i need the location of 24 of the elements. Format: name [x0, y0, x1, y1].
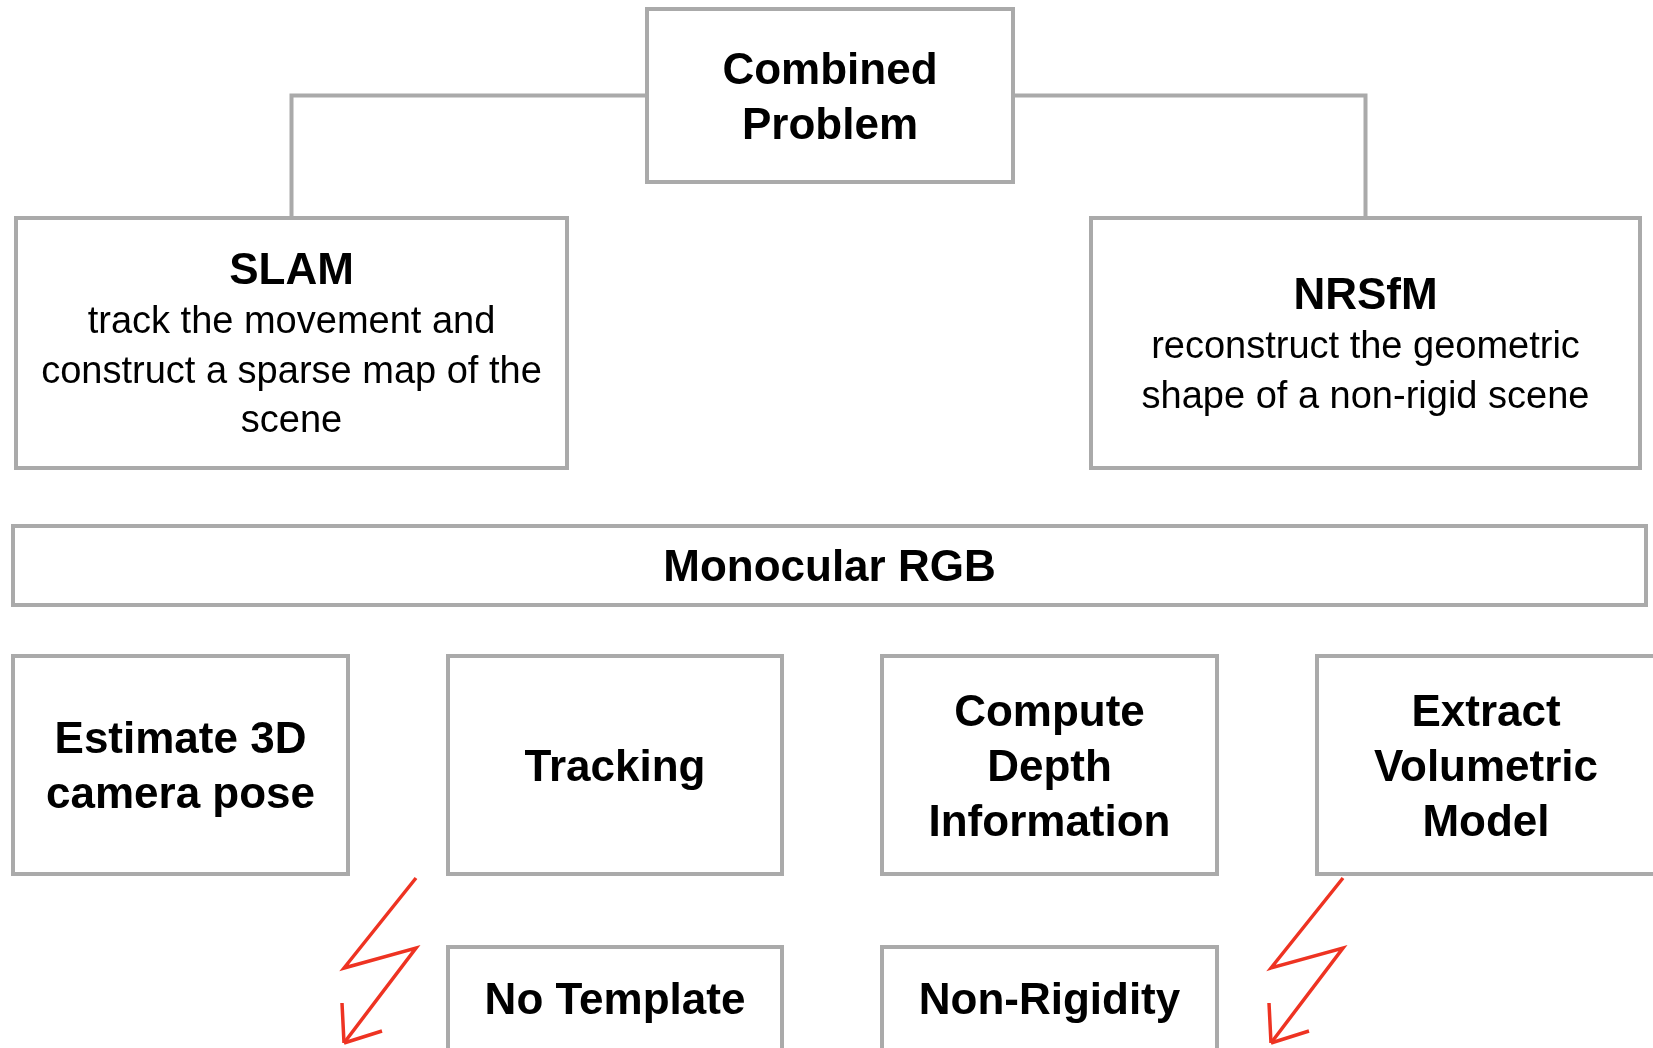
process-box [1089, 216, 1642, 470]
box-description: reconstruct the geometric shape of a non-rigid scene [1140, 323, 1591, 418]
box-title: Monocular RGB [663, 540, 996, 592]
box-title: NRSfM [1293, 268, 1438, 321]
box-title: SLAM [229, 243, 354, 296]
box-title: Extract Volumetric Model [1372, 684, 1600, 847]
process-box [446, 945, 784, 1048]
process-box [446, 654, 784, 876]
box-title: Non-Rigidity [918, 973, 1181, 1025]
box-description: track the movement and construct a sparse map of the scene [40, 298, 543, 443]
box-title: Compute Depth Information [927, 684, 1172, 847]
box-title: Tracking [524, 739, 706, 792]
process-box [11, 654, 350, 876]
process-box [1315, 654, 1653, 876]
connector-line [289, 93, 645, 216]
box-title: Combined Problem [721, 42, 939, 150]
box-title: No Template [484, 973, 746, 1025]
process-box [645, 7, 1015, 184]
process-box [880, 945, 1219, 1048]
connector-line [1015, 93, 1368, 216]
box-title: Estimate 3D camera pose [44, 712, 317, 819]
process-box [14, 216, 569, 470]
process-box [880, 654, 1219, 876]
process-box [11, 524, 1648, 607]
